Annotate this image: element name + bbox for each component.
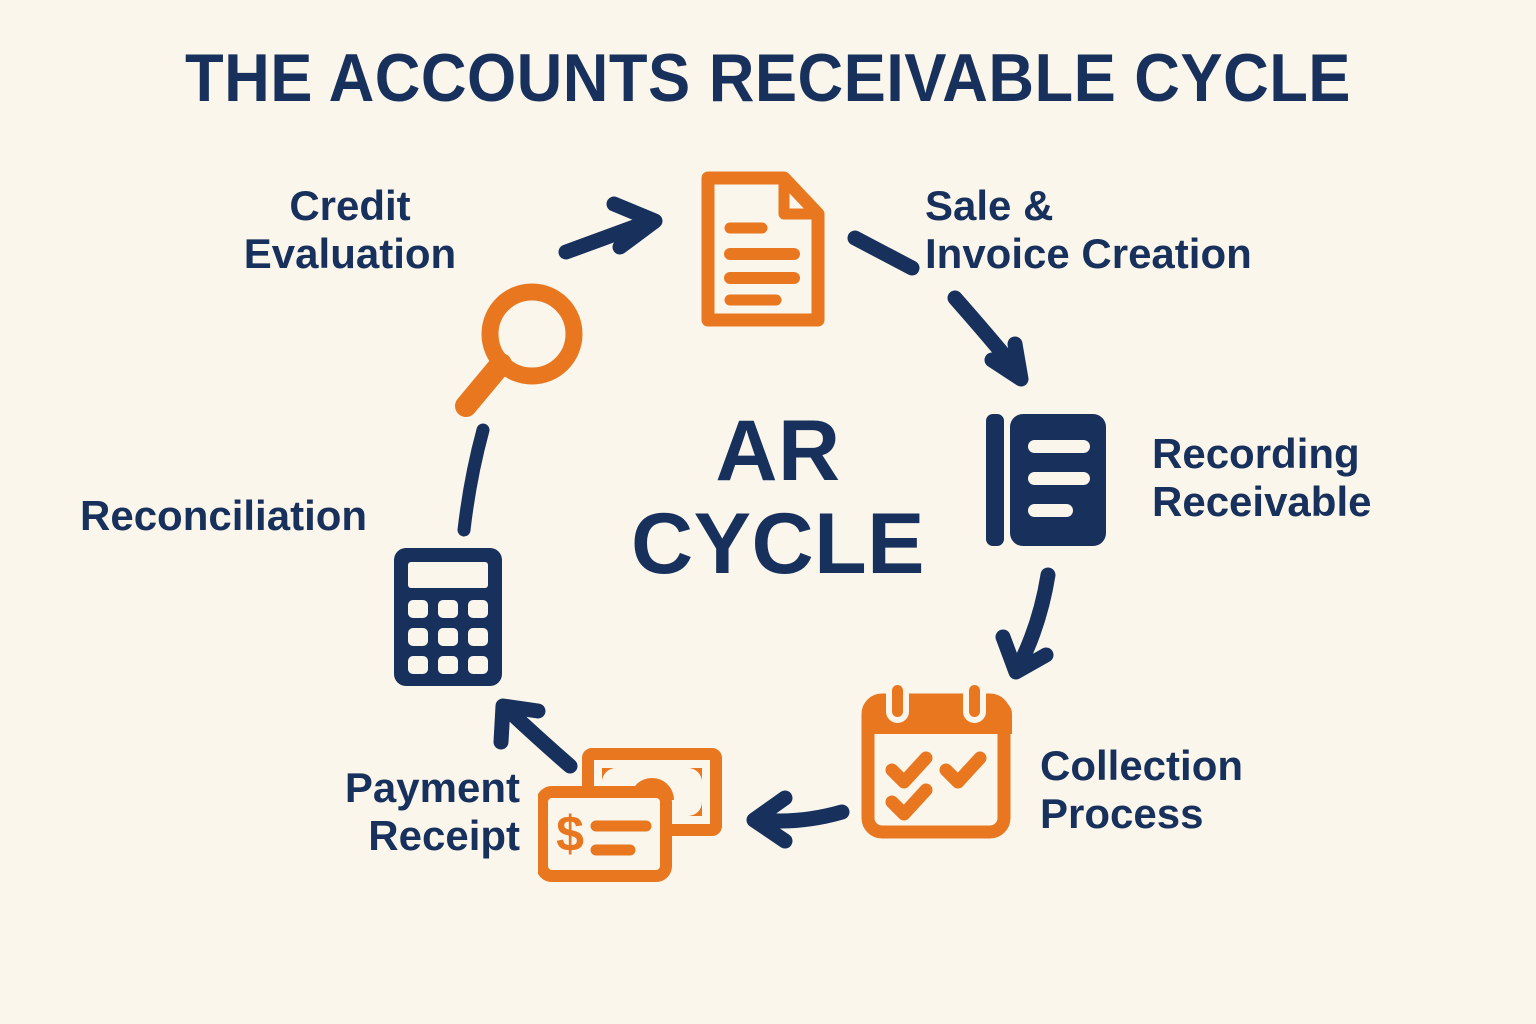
page-title: THE ACCOUNTS RECEIVABLE CYCLE: [185, 40, 1351, 116]
center-label-line2: CYCLE: [631, 495, 925, 592]
arrow-calendar-to-money: [746, 790, 850, 849]
center-label: AR CYCLE: [568, 405, 988, 591]
step-label-payment-receipt: Payment Receipt: [344, 764, 520, 859]
calculator-icon: [392, 546, 504, 688]
arrow-invoice-dash: [847, 230, 920, 276]
calendar-checkmarks-icon: [860, 679, 1012, 840]
arrow-invoice-to-ledger: [947, 290, 1029, 387]
arrow-calculator-to-credit: [457, 423, 490, 537]
step-label-sale-invoice-creation: Sale & Invoice Creation: [925, 182, 1252, 277]
step-label-credit-evaluation: Credit Evaluation: [243, 182, 457, 277]
ledger-book-icon: [984, 410, 1108, 550]
cash-check-icon: $: [536, 748, 722, 882]
magnifying-glass-icon: [452, 276, 584, 422]
step-label-reconciliation: Reconciliation: [80, 492, 368, 539]
svg-text:$: $: [556, 806, 584, 862]
step-label-collection-process: Collection Process: [1040, 742, 1244, 837]
arrow-credit-to-invoice: [558, 196, 663, 260]
invoice-document-icon: [694, 166, 830, 332]
step-label-recording-receivable: Recording Receivable: [1152, 430, 1372, 525]
center-label-line1: AR: [715, 403, 841, 499]
arrow-ledger-to-calendar: [995, 567, 1056, 680]
